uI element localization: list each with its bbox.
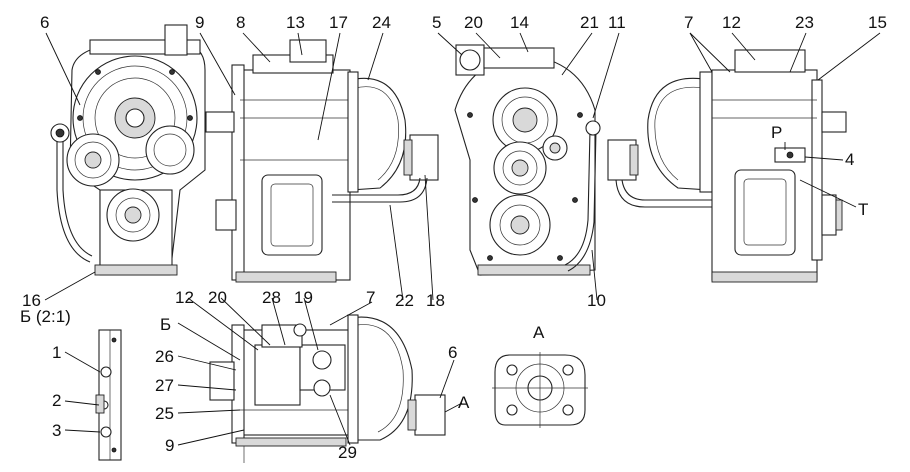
label-23: 23	[795, 13, 814, 32]
label-7a: 7	[684, 13, 693, 32]
label-detail-b: Б (2:1)	[20, 307, 71, 326]
label-2: 2	[52, 391, 61, 410]
label-18: 18	[426, 291, 445, 310]
leader-lines	[44, 32, 881, 446]
label-25: 25	[155, 404, 174, 423]
label-12b: 12	[175, 288, 194, 307]
label-A-view: A	[533, 323, 545, 342]
label-P: P	[771, 123, 782, 142]
view-rear	[454, 44, 601, 276]
label-5: 5	[432, 13, 441, 32]
view-side-right	[607, 49, 847, 283]
callout-labels: 6 9 8 13 17 24 5 20 14 21 11 7 12 23 15 …	[20, 13, 887, 462]
label-8: 8	[236, 13, 245, 32]
label-16: 16	[22, 291, 41, 310]
label-28: 28	[262, 288, 281, 307]
view-bottom-assembly	[209, 314, 446, 463]
label-24: 24	[372, 13, 391, 32]
view-side-left	[205, 39, 439, 283]
label-14: 14	[510, 13, 529, 32]
label-9a: 9	[195, 13, 204, 32]
label-A-bottom: A	[458, 393, 470, 412]
label-6b: 6	[448, 343, 457, 362]
label-22: 22	[395, 291, 414, 310]
label-20a: 20	[464, 13, 483, 32]
label-10: 10	[587, 291, 606, 310]
label-26: 26	[155, 347, 174, 366]
label-29: 29	[338, 443, 357, 462]
label-B: Б	[160, 315, 171, 334]
label-11: 11	[608, 13, 626, 32]
detail-b	[95, 329, 122, 461]
label-19: 19	[294, 288, 313, 307]
label-3: 3	[52, 421, 61, 440]
label-15: 15	[868, 13, 887, 32]
view-front	[50, 24, 206, 276]
label-17: 17	[329, 13, 348, 32]
label-T: T	[858, 200, 868, 219]
label-6a: 6	[40, 13, 49, 32]
label-21: 21	[580, 13, 599, 32]
label-12a: 12	[722, 13, 741, 32]
label-27: 27	[155, 376, 174, 395]
label-9b: 9	[165, 436, 174, 455]
view-a-flange	[492, 352, 588, 428]
label-13: 13	[286, 13, 305, 32]
label-7b: 7	[366, 288, 375, 307]
label-20b: 20	[208, 288, 227, 307]
label-4: 4	[845, 150, 854, 169]
label-1: 1	[52, 343, 61, 362]
